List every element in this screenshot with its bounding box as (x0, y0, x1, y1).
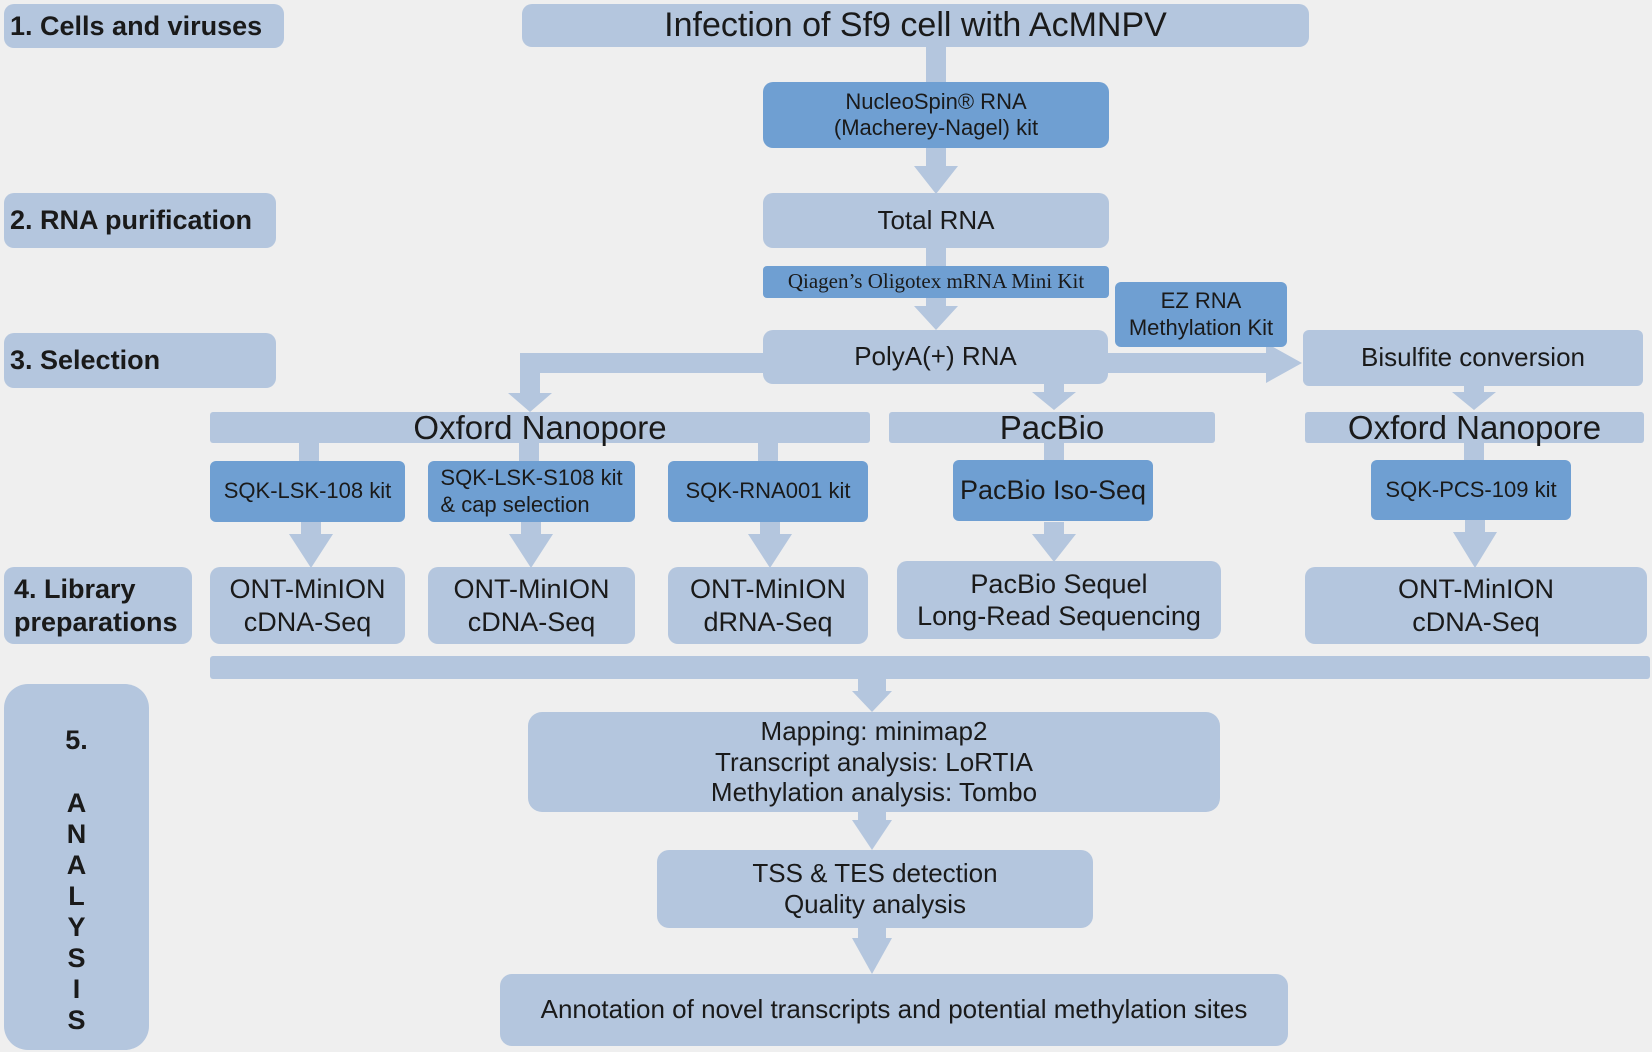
arrow-shaft (520, 353, 540, 395)
seq-pacbio-sequel: PacBio Sequel Long-Read Sequencing (897, 561, 1221, 639)
arrow-head (508, 393, 552, 412)
arrow-head (914, 306, 958, 330)
seq-ont-minion-cdna-3: ONT-MinION cDNA-Seq (1305, 567, 1647, 644)
arrow-shaft (301, 522, 321, 536)
arrow-shaft (299, 443, 319, 463)
stage-label-text: 4. Library preparations (14, 574, 178, 637)
stage-label-cells: 1. Cells and viruses (4, 4, 284, 48)
stage-letter: L (68, 881, 85, 912)
node-infection: Infection of Sf9 cell with AcMNPV (522, 4, 1309, 47)
kit-sqk-pcs-109: SQK-PCS-109 kit (1371, 460, 1571, 520)
arrow-shaft (858, 928, 886, 940)
arrow-shaft (1108, 353, 1268, 373)
arrow-shaft (1464, 386, 1484, 394)
arrow-head (852, 691, 892, 712)
stage-letter: A (66, 788, 87, 819)
stage-label-library: 4. Library preparations (4, 567, 192, 644)
arrow-shaft (858, 679, 886, 693)
arrow-shaft (758, 443, 778, 463)
node-bisulfite-conversion: Bisulfite conversion (1303, 330, 1643, 386)
arrow-shaft (926, 298, 946, 308)
arrow-shaft (1044, 443, 1064, 461)
seq-ont-minion-cdna-2: ONT-MinION cDNA-Seq (428, 567, 635, 644)
stage-letter: A (66, 850, 87, 881)
node-annotation: Annotation of novel transcripts and pote… (500, 974, 1288, 1046)
stage-label-rna-purification: 2. RNA purification (4, 193, 276, 248)
platform-pacbio: PacBio (889, 409, 1215, 446)
stage-label-text: 2. RNA purification (10, 205, 253, 236)
seq-ont-minion-drna: ONT-MinION dRNA-Seq (668, 567, 868, 644)
arrow-shaft (1465, 520, 1485, 534)
arrow-shaft (519, 443, 539, 463)
arrow-shaft (520, 353, 765, 373)
kit-sqk-rna001: SQK-RNA001 kit (668, 461, 868, 522)
arrow-shaft (1044, 384, 1064, 394)
arrow-head (1453, 532, 1497, 568)
arrow-shaft (1044, 522, 1064, 536)
node-polya-rna: PolyA(+) RNA (763, 330, 1108, 384)
collector-bar (210, 656, 1650, 679)
arrow-shaft (521, 522, 541, 536)
arrow-shaft (926, 44, 946, 82)
arrow-head (509, 534, 553, 568)
stage-letter: S (67, 943, 86, 974)
platform-oxford-nanopore-right: Oxford Nanopore (1305, 409, 1644, 446)
stage-letter: Y (67, 912, 86, 943)
stage-label-text: 3. Selection (10, 345, 161, 376)
arrow-head (1266, 343, 1302, 383)
stage-letter: I (72, 974, 81, 1005)
kit-sqk-lsk-s108: SQK-LSK-S108 kit & cap selection (428, 461, 635, 522)
arrow-head (1032, 534, 1076, 562)
stage-label-selection: 3. Selection (4, 333, 276, 388)
arrow-head (748, 534, 792, 568)
node-nucleospin-kit: NucleoSpin® RNA (Macherey-Nagel) kit (763, 82, 1109, 148)
arrow-shaft (926, 248, 946, 270)
kit-sqk-lsk-108: SQK-LSK-108 kit (210, 461, 405, 522)
node-tss-tes-detection: TSS & TES detection Quality analysis (657, 850, 1093, 928)
node-oligotex-kit: Qiagen’s Oligotex mRNA Mini Kit (763, 266, 1109, 298)
stage-label-text: 1. Cells and viruses (10, 10, 263, 41)
stage-letter: S (67, 1005, 86, 1036)
arrow-shaft (858, 812, 886, 822)
arrow-shaft (760, 522, 780, 536)
arrow-head (852, 938, 892, 974)
seq-ont-minion-cdna-1: ONT-MinION cDNA-Seq (210, 567, 405, 644)
arrow-shaft (926, 146, 946, 166)
node-ez-rna-kit: EZ RNA Methylation Kit (1115, 282, 1287, 347)
platform-oxford-nanopore-left: Oxford Nanopore (210, 409, 870, 446)
arrow-head (914, 166, 958, 194)
arrow-head (852, 820, 892, 850)
node-mapping-analysis: Mapping: minimap2 Transcript analysis: L… (528, 712, 1220, 812)
kit-pacbio-iso-seq: PacBio Iso-Seq (953, 460, 1153, 521)
arrow-head (1452, 392, 1496, 410)
arrow-head (289, 534, 333, 568)
node-total-rna: Total RNA (763, 193, 1109, 248)
arrow-shaft (1464, 443, 1484, 461)
stage-letter: N (66, 819, 87, 850)
arrow-head (1032, 392, 1076, 410)
stage-number: 5. (65, 725, 88, 755)
